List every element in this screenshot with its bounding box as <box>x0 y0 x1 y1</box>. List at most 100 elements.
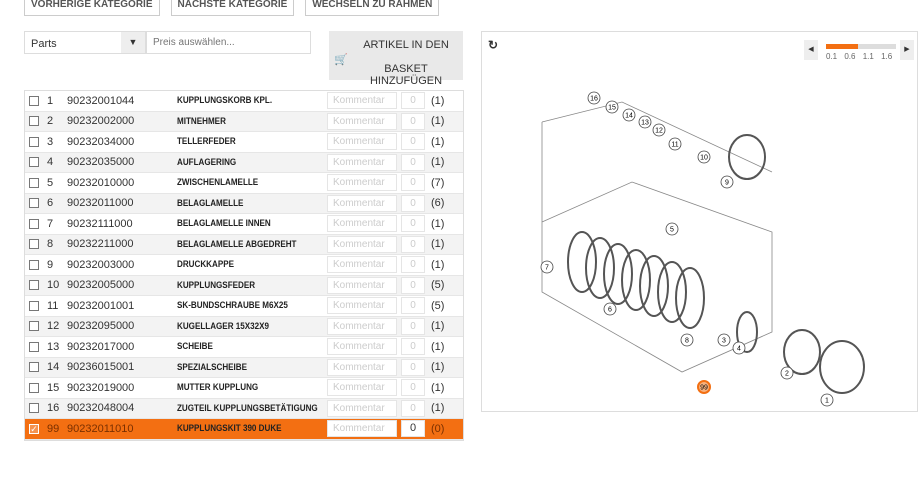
callout-5[interactable]: 5 <box>665 222 679 236</box>
table-row[interactable]: 10 90232005000 KUPPLUNGSFEDER Kommentar … <box>25 275 463 296</box>
row-checkbox[interactable] <box>29 95 39 106</box>
callout-99[interactable]: 99 <box>697 380 711 394</box>
table-row[interactable]: ✓ 99 90232011010 KUPPLUNGSKIT 390 DUKE K… <box>25 419 463 440</box>
callout-6[interactable]: 6 <box>603 302 617 316</box>
row-qty-input[interactable]: 0 <box>401 358 425 376</box>
zoom-in-button[interactable]: ▶ <box>900 40 914 60</box>
row-checkbox[interactable] <box>29 341 39 352</box>
row-comment-input[interactable]: Kommentar <box>327 256 397 274</box>
row-qty-input[interactable]: 0 <box>401 379 425 397</box>
callout-10[interactable]: 10 <box>697 150 711 164</box>
row-checkbox[interactable] <box>29 177 39 188</box>
row-qty-input[interactable]: 0 <box>401 174 425 192</box>
table-row[interactable]: 14 90236015001 SPEZIALSCHEIBE Kommentar … <box>25 357 463 378</box>
table-row[interactable]: 5 90232010000 ZWISCHENLAMELLE Kommentar … <box>25 173 463 194</box>
row-comment-input[interactable]: Kommentar <box>327 317 397 335</box>
row-checkbox[interactable] <box>29 198 39 209</box>
callout-8[interactable]: 8 <box>680 333 694 347</box>
row-checkbox[interactable] <box>29 218 39 229</box>
callout-11[interactable]: 11 <box>668 137 682 151</box>
row-checkbox[interactable] <box>29 136 39 147</box>
row-comment-input[interactable]: Kommentar <box>327 420 397 438</box>
row-checkbox[interactable] <box>29 321 39 332</box>
callout-12[interactable]: 12 <box>652 123 666 137</box>
svg-text:1: 1 <box>825 398 829 405</box>
table-row[interactable]: 4 90232035000 AUFLAGERING Kommentar 0 (1… <box>25 152 463 173</box>
row-checkbox[interactable] <box>29 362 39 373</box>
row-comment-input[interactable]: Kommentar <box>327 276 397 294</box>
add-to-basket-button[interactable]: 🛒 ARTIKEL IN DEN BASKET HINZUFÜGEN <box>329 31 463 87</box>
row-qty-input[interactable]: 0 <box>401 420 425 438</box>
row-qty-input[interactable]: 0 <box>401 338 425 356</box>
row-checkbox[interactable] <box>29 300 39 311</box>
row-comment-input[interactable]: Kommentar <box>327 235 397 253</box>
table-row[interactable]: 1 90232001044 KUPPLUNGSKORB KPL. Komment… <box>25 91 463 112</box>
switch-to-frame-button[interactable]: WECHSELN ZU RAHMEN <box>305 0 440 16</box>
row-comment-input[interactable]: Kommentar <box>327 399 397 417</box>
table-row[interactable]: 9 90232003000 DRUCKKAPPE Kommentar 0 (1) <box>25 255 463 276</box>
table-row[interactable]: 7 90232111000 BELAGLAMELLE INNEN Komment… <box>25 214 463 235</box>
callout-2[interactable]: 2 <box>780 366 794 380</box>
row-comment-input[interactable]: Kommentar <box>327 379 397 397</box>
row-qty-input[interactable]: 0 <box>401 256 425 274</box>
refresh-icon[interactable]: ↻ <box>488 38 499 52</box>
row-qty-input[interactable]: 0 <box>401 399 425 417</box>
row-comment-input[interactable]: Kommentar <box>327 153 397 171</box>
row-checkbox[interactable] <box>29 280 39 291</box>
callout-15[interactable]: 15 <box>605 100 619 114</box>
row-comment-input[interactable]: Kommentar <box>327 92 397 110</box>
prev-category-button[interactable]: VORHERIGE KATEGORIE <box>24 0 160 16</box>
callout-3[interactable]: 3 <box>717 333 731 347</box>
row-qty-input[interactable]: 0 <box>401 112 425 130</box>
row-comment-input[interactable]: Kommentar <box>327 133 397 151</box>
row-qty-input[interactable]: 0 <box>401 133 425 151</box>
row-checkbox[interactable]: ✓ <box>29 423 39 434</box>
row-part-name: MUTTER KUPPLUNG <box>177 382 259 394</box>
zoom-track[interactable] <box>826 44 896 49</box>
row-qty-input[interactable]: 0 <box>401 153 425 171</box>
table-row[interactable]: 6 90232011000 BELAGLAMELLE Kommentar 0 (… <box>25 193 463 214</box>
row-qty-input[interactable]: 0 <box>401 297 425 315</box>
row-comment-input[interactable]: Kommentar <box>327 358 397 376</box>
row-qty-input[interactable]: 0 <box>401 194 425 212</box>
callout-7[interactable]: 7 <box>540 260 554 274</box>
row-checkbox[interactable] <box>29 382 39 393</box>
callout-16[interactable]: 16 <box>587 91 601 105</box>
row-checkbox[interactable] <box>29 239 39 250</box>
row-qty-input[interactable]: 0 <box>401 276 425 294</box>
zoom-out-button[interactable]: ◀ <box>804 40 818 60</box>
table-row[interactable]: 11 90232001001 SK-BUNDSCHRAUBE M6X25 Kom… <box>25 296 463 317</box>
table-row[interactable]: 15 90232019000 MUTTER KUPPLUNG Kommentar… <box>25 378 463 399</box>
zoom-slider[interactable]: ◀ 0.1 0.6 1.1 1.6 ▶ <box>804 40 914 62</box>
row-checkbox[interactable] <box>29 259 39 270</box>
table-row[interactable]: 13 90232017000 SCHEIBE Kommentar 0 (1) <box>25 337 463 358</box>
category-select[interactable]: Parts▼ <box>24 31 146 54</box>
row-comment-input[interactable]: Kommentar <box>327 174 397 192</box>
table-row[interactable]: 3 90232034000 TELLERFEDER Kommentar 0 (1… <box>25 132 463 153</box>
row-qty-input[interactable]: 0 <box>401 92 425 110</box>
table-row[interactable]: 8 90232211000 BELAGLAMELLE ABGEDREHT Kom… <box>25 234 463 255</box>
callout-14[interactable]: 14 <box>622 108 636 122</box>
row-comment-input[interactable]: Kommentar <box>327 112 397 130</box>
row-qty-input[interactable]: 0 <box>401 215 425 233</box>
row-count: (7) <box>431 176 445 189</box>
callout-4[interactable]: 4 <box>732 341 746 355</box>
row-qty-input[interactable]: 0 <box>401 317 425 335</box>
row-comment-input[interactable]: Kommentar <box>327 297 397 315</box>
callout-1[interactable]: 1 <box>820 393 834 407</box>
price-input[interactable] <box>146 31 311 54</box>
row-checkbox[interactable] <box>29 116 39 127</box>
table-row[interactable]: 2 90232002000 MITNEHMER Kommentar 0 (1) <box>25 111 463 132</box>
callout-13[interactable]: 13 <box>638 115 652 129</box>
row-comment-input[interactable]: Kommentar <box>327 338 397 356</box>
row-qty-input[interactable]: 0 <box>401 235 425 253</box>
next-category-button[interactable]: NÄCHSTE KATEGORIE <box>170 0 295 16</box>
row-checkbox[interactable] <box>29 403 39 414</box>
row-part-number: 90232211000 <box>67 238 134 251</box>
row-comment-input[interactable]: Kommentar <box>327 194 397 212</box>
table-row[interactable]: 12 90232095000 KUGELLAGER 15X32X9 Kommen… <box>25 316 463 337</box>
row-comment-input[interactable]: Kommentar <box>327 215 397 233</box>
callout-9[interactable]: 9 <box>720 175 734 189</box>
row-checkbox[interactable] <box>29 157 39 168</box>
table-row[interactable]: 16 90232048004 ZUGTEIL KUPPLUNGSBETÄTIGU… <box>25 398 463 419</box>
